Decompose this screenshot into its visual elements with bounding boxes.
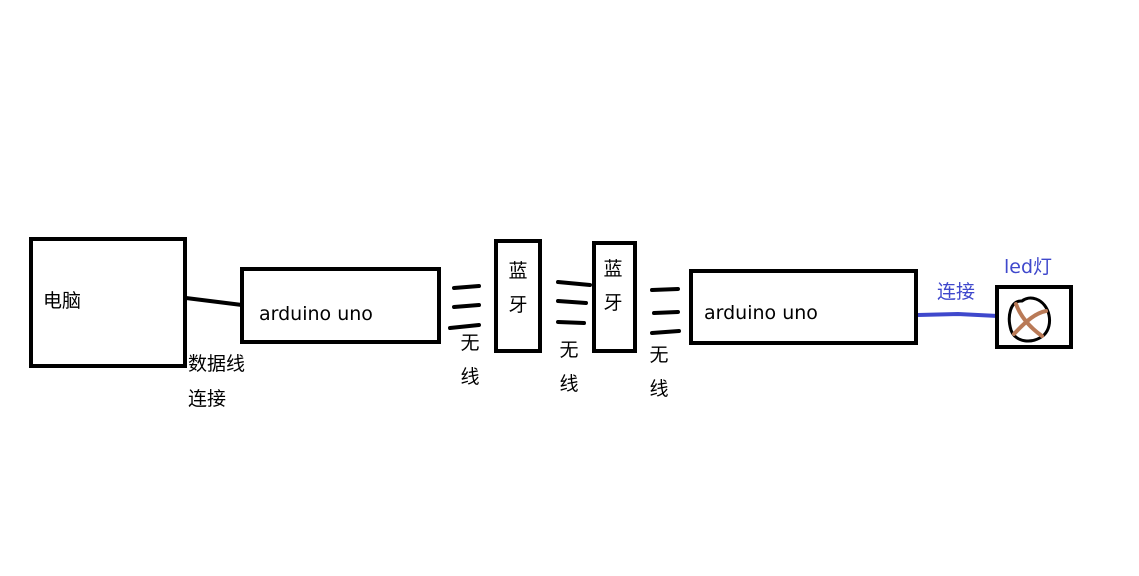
wireless-signal-1 — [448, 284, 481, 330]
led-connection-line — [917, 311, 999, 318]
computer-label: 电脑 — [43, 290, 82, 312]
arduino-right-label: arduino uno — [704, 302, 818, 324]
data-cable-label-line2: 连接 — [188, 388, 227, 410]
data-cable-line — [185, 296, 243, 307]
wireless-label-1: 无线 — [460, 332, 480, 388]
arduino-left-box — [240, 267, 441, 344]
wireless-signal-2 — [556, 280, 592, 325]
led-label: led灯 — [1004, 256, 1053, 278]
bluetooth-left-box — [494, 239, 542, 353]
bluetooth-left-label: 蓝牙 — [508, 260, 528, 316]
wireless-label-2: 无线 — [559, 339, 579, 395]
data-cable-label-line1: 数据线 — [188, 353, 246, 375]
wireless-label-3: 无线 — [649, 344, 669, 400]
led-connection-label: 连接 — [937, 281, 976, 303]
computer-box — [29, 237, 187, 368]
led-box — [995, 285, 1073, 349]
led-bulb-icon — [1007, 296, 1052, 343]
wireless-signal-3 — [650, 287, 681, 335]
arduino-right-box — [689, 269, 918, 345]
bluetooth-right-box — [592, 241, 637, 353]
arduino-left-label: arduino uno — [259, 303, 373, 325]
bluetooth-right-label: 蓝牙 — [603, 258, 623, 314]
